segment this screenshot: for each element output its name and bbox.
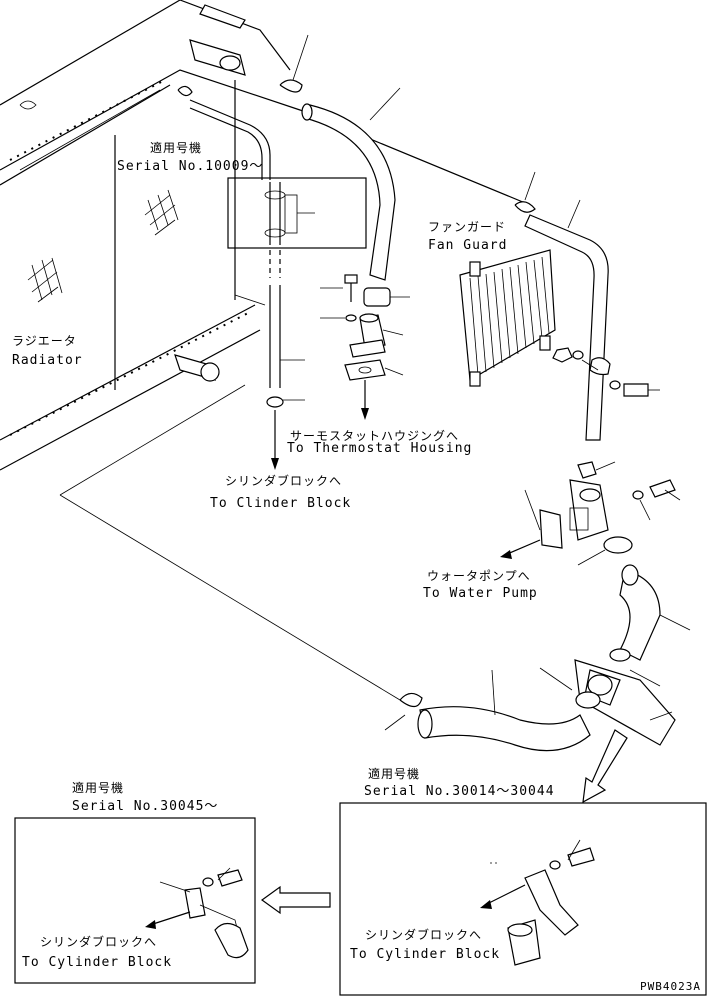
cylinder-left-jp-label: シリンダブロックへ	[40, 934, 157, 949]
water-pump-label: To Water Pump	[423, 586, 538, 601]
serial-left-jp-label: 適用号機	[72, 780, 124, 795]
radiator-label: Radiator	[12, 353, 83, 368]
cylinder-top-jp-label: シリンダブロックへ	[225, 473, 342, 488]
lower-hose	[59, 384, 691, 804]
cylinder-right-label: To Cylinder Block	[350, 947, 500, 962]
radiator-frame	[0, 0, 531, 471]
thermostat-label: To Thermostat Housing	[287, 441, 472, 456]
serial-right-jp-label: 適用号機	[368, 766, 420, 781]
cylinder-left-label: To Cylinder Block	[22, 955, 172, 970]
serial-left-label: Serial No.30045～	[72, 799, 218, 814]
radiator-jp-label: ラジエータ	[12, 334, 77, 348]
inset-box-clamp	[227, 177, 367, 249]
water-pump-jp-label: ウォータポンプへ	[427, 569, 531, 583]
thermostat-jp-label: サーモスタットハウジングへ	[290, 429, 459, 443]
serial-right-label: Serial No.30014～30044	[364, 784, 555, 799]
serial-upper-label: Serial No.10009～	[117, 159, 263, 174]
fan-guard-label: Fan Guard	[428, 238, 507, 253]
box-link-arrow	[260, 885, 331, 915]
drawing-code: PWB4023A	[640, 980, 701, 993]
serial-upper-jp-label: 適用号機	[150, 140, 202, 155]
thermostat-parts	[320, 274, 410, 420]
upper-hose	[177, 34, 401, 281]
right-hose	[514, 171, 660, 479]
inset-right	[339, 802, 707, 996]
cylinder-right-jp-label: シリンダブロックへ	[365, 927, 482, 942]
cylinder-top-label: To Clinder Block	[210, 496, 351, 511]
overflow-pipe	[189, 99, 367, 470]
water-pump-parts	[500, 479, 681, 566]
inset-left	[14, 817, 256, 984]
fan-guard-jp-label: ファンガード	[428, 220, 506, 234]
fan-guard	[459, 249, 556, 387]
